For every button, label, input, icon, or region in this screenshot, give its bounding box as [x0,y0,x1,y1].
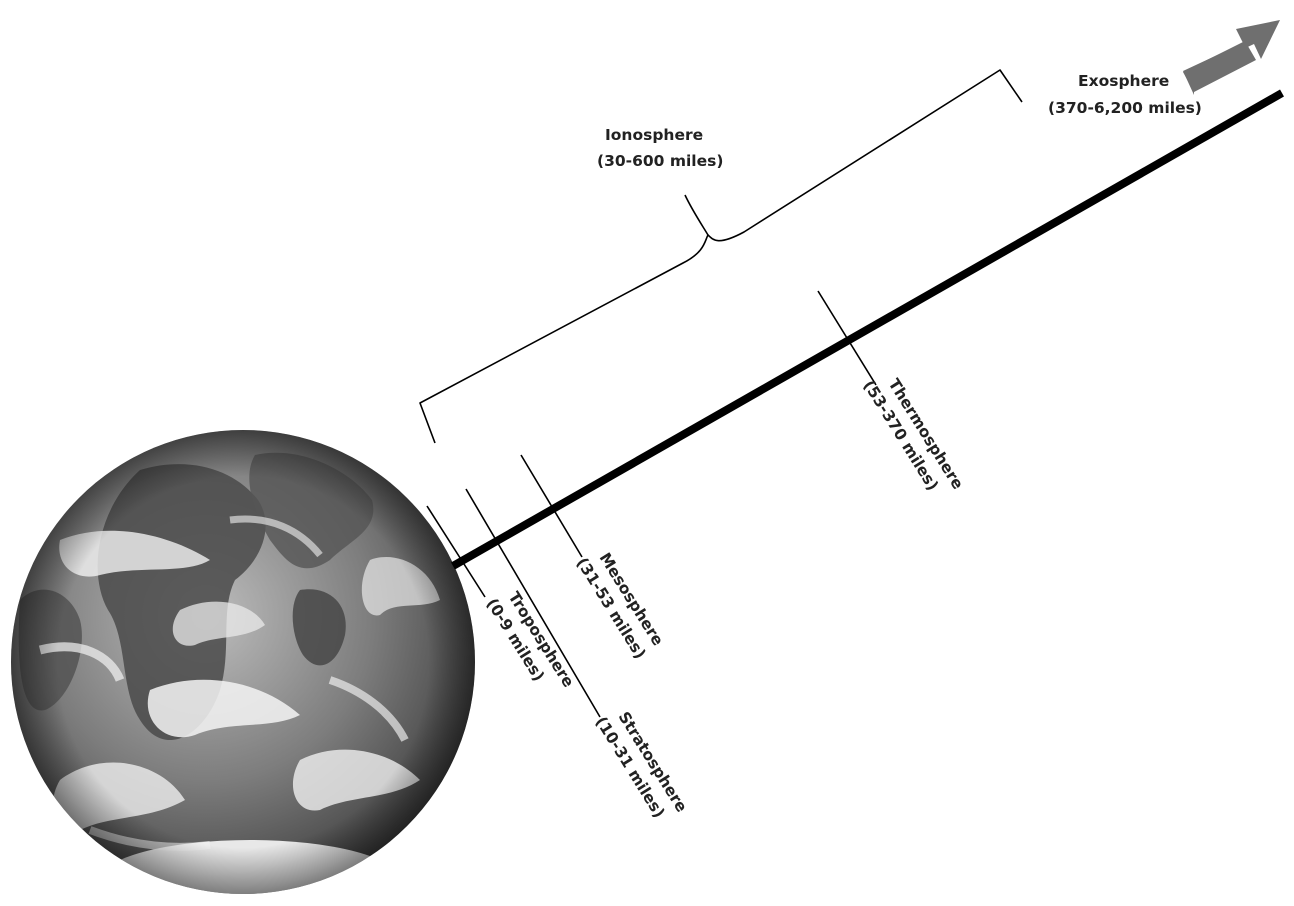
ionosphere-bracket [419,69,1023,444]
exosphere-name: Exosphere [1078,72,1169,90]
mesosphere-label: Mesosphere (31-53 miles) [573,550,667,662]
ionosphere-label: Ionosphere (30-600 miles) [597,126,723,170]
stratosphere-boundary-line [465,488,601,718]
exosphere-range: (370-6,200 miles) [1048,99,1202,117]
mesosphere-boundary-line [520,454,583,558]
ionosphere-name: Ionosphere [605,126,703,144]
up-right-arrow-icon [1183,20,1280,95]
thermosphere-boundary-line [817,290,877,386]
thermosphere-label: Thermosphere (53-370 miles) [860,376,967,494]
exosphere-arrow [1183,41,1256,92]
earth-globe-icon [11,430,475,894]
altitude-axis [451,89,1284,570]
troposphere-label: Troposphere (0-9 miles) [483,589,578,691]
ionosphere-range: (30-600 miles) [597,152,723,170]
exosphere-label: Exosphere (370-6,200 miles) [1048,72,1202,117]
troposphere-boundary-line [426,505,486,598]
ionosphere-bracket-tip [684,194,709,236]
stratosphere-label: Stratosphere (10-31 miles) [592,709,691,821]
